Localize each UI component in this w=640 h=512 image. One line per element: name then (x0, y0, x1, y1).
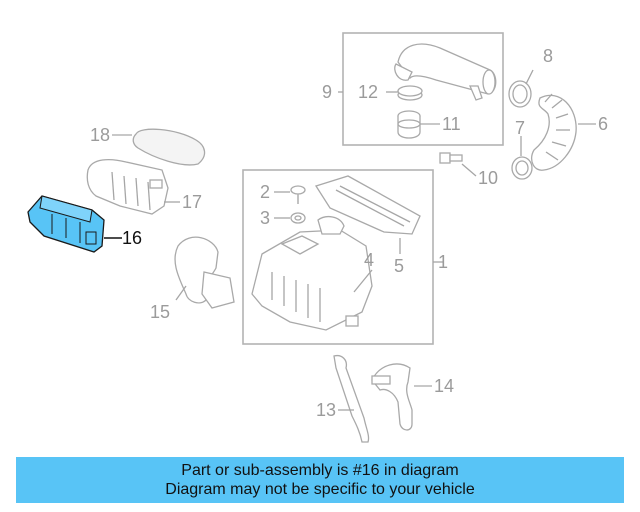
callout-12: 12 (358, 82, 378, 102)
callout-2: 2 (260, 182, 270, 202)
callout-10: 10 (478, 168, 498, 188)
seal-part-11 (397, 110, 421, 139)
grommet-part-3 (290, 212, 306, 224)
subassembly-box-main (242, 169, 434, 345)
hose-part-14 (371, 363, 413, 431)
callout-6: 6 (598, 114, 608, 134)
hose-part-15 (174, 236, 235, 309)
intake-tube-part-9 (394, 43, 497, 101)
callout-17: 17 (182, 192, 202, 212)
callout-18: 18 (90, 125, 110, 145)
callout-13: 13 (316, 400, 336, 420)
callout-7: 7 (515, 118, 525, 138)
callout-9: 9 (322, 82, 332, 102)
hose-part-6 (530, 93, 577, 171)
clamp-part-12 (397, 85, 423, 101)
callout-11: 11 (442, 114, 461, 134)
callout-1: 1 (438, 252, 448, 272)
banner-line-disclaimer: Diagram may not be specific to your vehi… (165, 481, 475, 498)
bolt-part-10 (439, 152, 463, 164)
callout-16: 16 (122, 228, 142, 248)
subassembly-box-upper (342, 32, 504, 146)
air-cleaner-housing-part-4 (251, 215, 373, 331)
air-guide-part-16-highlighted (27, 195, 105, 253)
callout-5: 5 (394, 256, 404, 276)
banner-line-part-number: Part or sub-assembly is #16 in diagram (181, 462, 459, 479)
callout-3: 3 (260, 208, 270, 228)
callout-8: 8 (543, 46, 553, 66)
filter-element-part-5 (314, 175, 421, 235)
callout-4: 4 (364, 250, 374, 270)
callout-15: 15 (150, 302, 170, 322)
air-duct-part-17 (86, 158, 169, 215)
bolt-part-2 (290, 185, 306, 204)
info-banner: Part or sub-assembly is #16 in diagram D… (16, 457, 624, 503)
callout-14: 14 (434, 376, 454, 396)
cover-part-18 (132, 128, 206, 166)
breather-pipe-part-13 (333, 354, 370, 443)
